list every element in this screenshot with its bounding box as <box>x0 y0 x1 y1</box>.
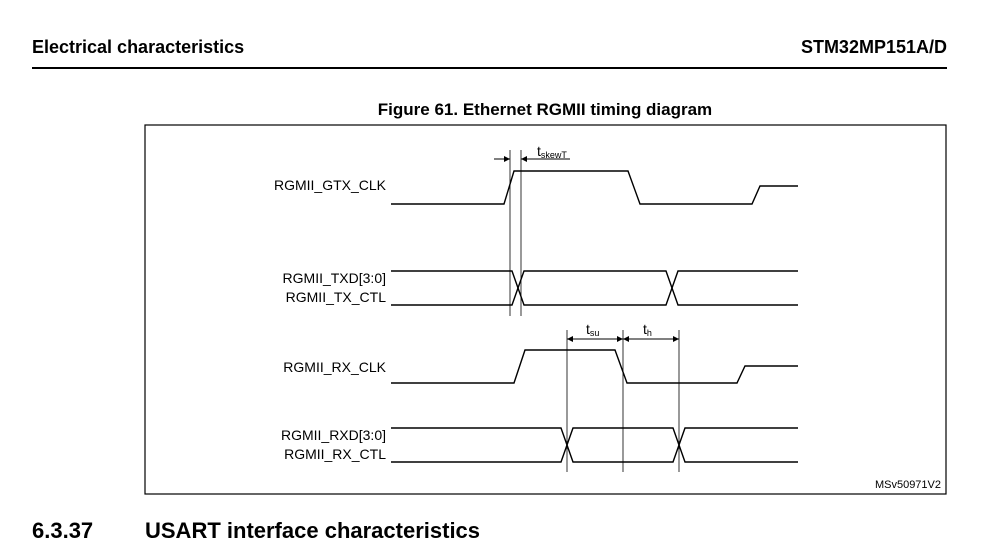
figure-reference-code: MSv50971V2 <box>875 479 941 491</box>
figure-title: Figure 61. Ethernet RGMII timing diagram <box>377 100 713 119</box>
skew-label: tskewT <box>537 143 567 160</box>
header-divider <box>32 67 947 69</box>
timing-guide-lines <box>509 150 680 472</box>
signal-label-rx-clk: RGMII_RX_CLK <box>283 359 386 375</box>
setup-time-label: tsu <box>586 321 599 338</box>
signal-label-rx-ctl: RGMII_RX_CTL <box>284 446 386 462</box>
header-part-number: STM32MP151A/D <box>800 37 947 57</box>
waveform-rx-bus <box>391 427 798 463</box>
waveform-rx-clk <box>391 349 798 384</box>
waveform-gtx-clk <box>391 170 798 205</box>
signal-label-tx-ctl: RGMII_TX_CTL <box>286 289 387 305</box>
signal-label-rxd: RGMII_RXD[3:0] <box>281 427 386 443</box>
signal-label-txd: RGMII_TXD[3:0] <box>283 270 386 286</box>
section-heading: 6.3.37 USART interface characteristics <box>32 518 480 544</box>
header-section-title: Electrical characteristics <box>32 37 245 57</box>
figure-frame <box>144 124 947 495</box>
waveform-tx-bus <box>391 270 798 306</box>
hold-time-label: th <box>643 321 652 338</box>
signal-label-gtx-clk: RGMII_GTX_CLK <box>274 177 387 193</box>
section-title: USART interface characteristics <box>145 518 481 543</box>
section-number: 6.3.37 <box>32 518 94 543</box>
